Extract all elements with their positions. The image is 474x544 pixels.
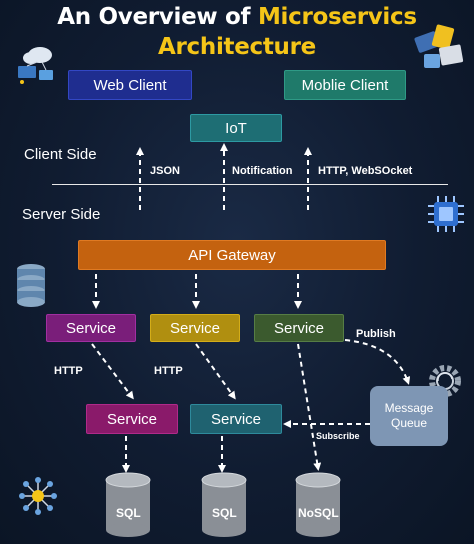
iot-box: IoT — [190, 114, 282, 142]
database-nosql-label: NoSQL — [298, 506, 339, 520]
mobile-client-box: Moblie Client — [284, 70, 406, 100]
publish-label: Publish — [356, 328, 396, 340]
message-queue-box: Message Queue — [370, 386, 448, 446]
service-box-1: Service — [46, 314, 136, 342]
title-line-2: Architecture — [158, 34, 316, 60]
database-nosql — [294, 472, 342, 543]
http-label-left: HTTP — [54, 365, 83, 377]
network-hub-icon — [16, 474, 60, 523]
subscribe-label: Subscribe — [316, 431, 360, 441]
title-accent: Microservics — [257, 4, 417, 30]
title-line-1: An Overview of Microservics — [0, 2, 474, 32]
devices-stack-icon — [410, 20, 470, 80]
service-box-5: Service — [190, 404, 282, 434]
http-label-middle: HTTP — [154, 365, 183, 377]
notification-label: Notification — [232, 165, 293, 177]
database-sql-2 — [200, 472, 248, 543]
service-box-4: Service — [86, 404, 178, 434]
http-websocket-label: HTTP, WebSOcket — [318, 165, 413, 177]
database-stack-icon — [14, 262, 48, 313]
api-gateway-box: API Gateway — [78, 240, 386, 270]
service-box-3: Service — [254, 314, 344, 342]
server-side-label: Server Side — [22, 206, 101, 223]
database-sql-1-label: SQL — [116, 506, 141, 520]
client-server-divider — [52, 184, 448, 185]
chip-icon — [426, 194, 466, 239]
database-sql-2-label: SQL — [212, 506, 237, 520]
arrow-publish — [344, 339, 411, 385]
json-label: JSON — [150, 165, 180, 177]
service-box-2: Service — [150, 314, 240, 342]
database-sql-1 — [104, 472, 152, 543]
arrow-s3-nosql — [297, 343, 322, 471]
cloud-network-icon — [12, 42, 62, 92]
web-client-box: Web Client — [68, 70, 192, 100]
client-side-label: Client Side — [24, 146, 97, 163]
arrow-s1-s4 — [91, 343, 134, 400]
title-text: An Overview of — [57, 4, 258, 30]
arrow-s2-s5 — [195, 343, 236, 400]
